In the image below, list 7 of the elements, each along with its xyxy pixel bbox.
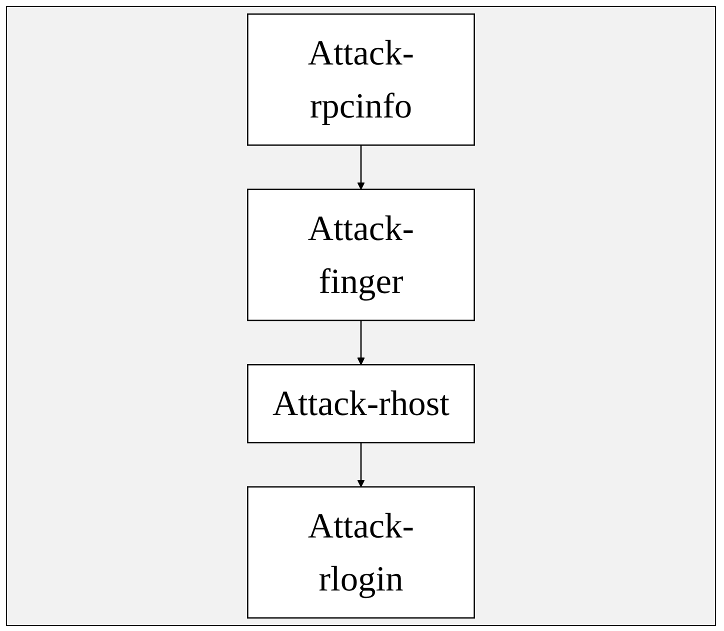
node-box: Attack-finger [247, 188, 475, 322]
node-box: Attack-rpcinfo [247, 13, 475, 146]
arrow [357, 442, 365, 488]
arrow [357, 145, 365, 190]
node-box: Attack-rhost [247, 364, 475, 444]
node-box: Attack-rlogin [247, 486, 475, 619]
arrow [357, 320, 365, 366]
